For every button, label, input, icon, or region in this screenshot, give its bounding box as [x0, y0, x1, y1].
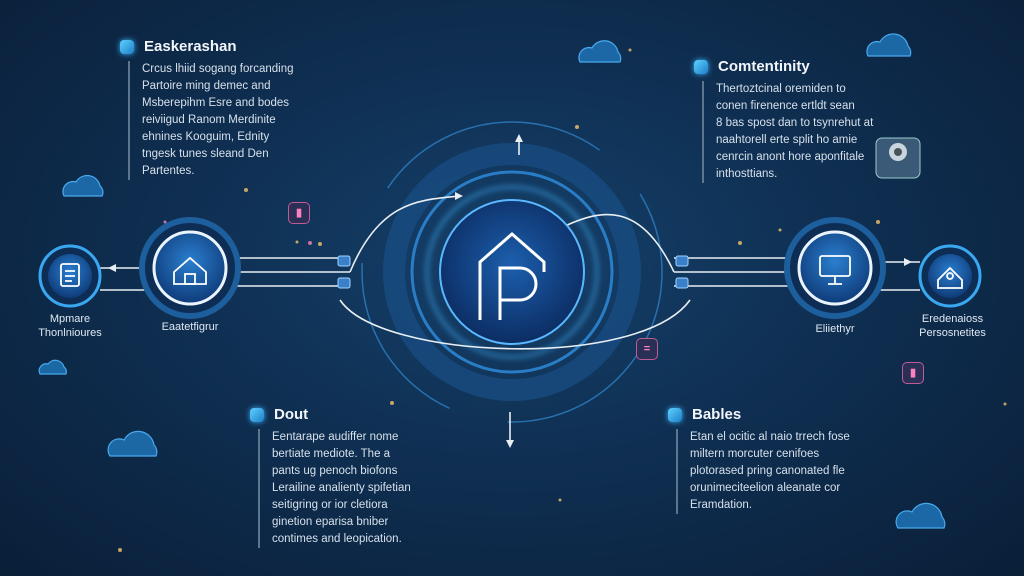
block-line: ginetion eparisa bniber: [272, 516, 389, 528]
block-line: Crcus lhiid sogang forcanding: [142, 63, 294, 75]
block-line: contimes and leopication.: [272, 533, 402, 545]
cube-bullet-icon: [120, 39, 134, 54]
node-label: Eredenaioss Persosnetites: [919, 313, 986, 339]
pink-badge-icon: =: [636, 338, 658, 360]
block-line: Eentarape audiffer nome: [272, 431, 399, 443]
block-line: plotorased pring canonated fle: [690, 465, 845, 477]
pink-badge-icon: ▮: [288, 202, 310, 224]
cloud-icons: [38, 33, 946, 529]
cube-bullet-icon: [250, 407, 264, 422]
block-title: Bables: [692, 406, 742, 423]
block-line: Etan el ocitic al naio trrech fose: [690, 431, 850, 443]
cube-bullet-icon: [668, 407, 682, 422]
node-icons: [60, 255, 963, 289]
block-line: Thertoztcinal oremiden to: [716, 83, 846, 95]
block-line: reiviigud Ranom Merdinite: [142, 114, 276, 126]
block-line: conen firenence ertldt sean: [716, 100, 855, 112]
info-block-bottom-left: Dout Eentarape audiffer nome bertiate me…: [250, 406, 411, 548]
block-title: Comtentinity: [718, 58, 810, 75]
block-line: Lerailine analienty spifetian: [272, 482, 411, 494]
block-line: naahtorell erte split ho amie: [716, 134, 858, 146]
block-line: Partentes.: [142, 165, 195, 177]
connector-lines: [100, 138, 920, 444]
block-line: Eramdation.: [690, 499, 753, 511]
node-label: Eaatetfigrur: [161, 321, 219, 333]
block-line: ehnines Kooguim, Ednity: [142, 131, 270, 143]
cube-bullet-icon: [694, 59, 708, 74]
gear-device-icon: [875, 137, 921, 179]
block-line: Msberepihm Esre and bodes: [142, 97, 290, 109]
star-particles: [118, 48, 1007, 552]
block-line: pants ug penoch biofons: [272, 465, 398, 477]
pink-badge-icon: ▮: [902, 362, 924, 384]
info-block-bottom-right: Bables Etan el ocitic al naio trrech fos…: [668, 406, 850, 514]
info-block-top-left: Easkerashan Crcus lhiid sogang forcandin…: [120, 38, 294, 180]
block-line: orunimeciteelion aleanate cor: [690, 482, 841, 494]
block-line: tngesk tunes sleand Den: [142, 148, 269, 160]
node-label: Eliiethyr: [815, 323, 855, 335]
block-line: cenrcin anont hore aponfitale: [716, 151, 865, 163]
block-line: inthosttians.: [716, 168, 778, 180]
block-line: seitigring or ior cletiora: [272, 499, 388, 511]
center-rings: [361, 121, 663, 423]
block-line: Partoire ming demec and: [142, 80, 271, 92]
info-block-top-right: Comtentinity Thertoztcinal oremiden to c…: [694, 58, 873, 183]
block-line: 8 bas spost dan to tsynrehut at: [716, 117, 874, 129]
node-circles: [38, 217, 982, 319]
node-label: Mpmare Thonlnioures: [38, 313, 102, 339]
block-line: miltern morcuter cenifoes: [690, 448, 820, 460]
block-title: Dout: [274, 406, 309, 423]
block-line: bertiate mediote. The a: [272, 448, 391, 460]
center-hub: [439, 199, 585, 345]
block-title: Easkerashan: [144, 38, 237, 55]
connector-joints: [337, 255, 689, 289]
